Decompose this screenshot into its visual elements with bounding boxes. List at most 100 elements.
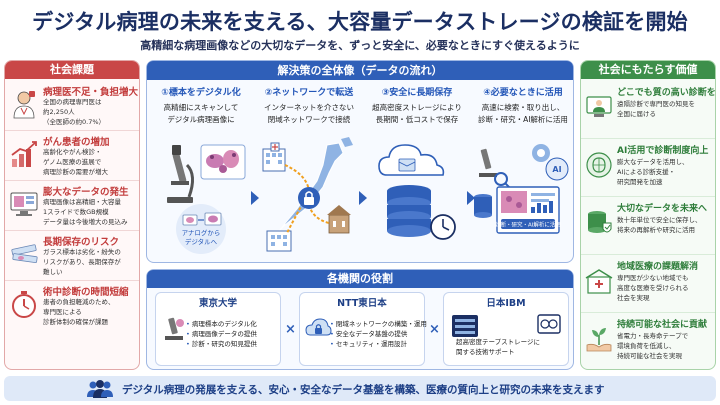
issue-title: 術中診断の時間短縮 <box>43 287 129 298</box>
rising-chart-icon <box>11 141 37 167</box>
solution-header: 解決策の全体像（データの流れ） <box>147 61 573 80</box>
page-title: デジタル病理の未来を支える、大容量データストレージの検証を開始 <box>32 10 688 34</box>
hospital-icon <box>262 142 286 172</box>
org-name: NTT東日本 <box>337 298 387 309</box>
step-title: ④必要なときに活用 <box>483 88 563 98</box>
value-title: どこでも質の高い診断を <box>617 88 716 98</box>
issue-title: 長期保存のリスク <box>43 237 120 248</box>
microscope-icon <box>165 317 184 340</box>
issue-title: 病理医不足・負担増大 <box>43 87 139 98</box>
microscope-small-icon <box>479 148 497 177</box>
value-title: AI活用で診断制度向上 <box>617 146 709 156</box>
org-card-ntt-east: NTT東日本 閉域ネットワークの構築・運用 安全なデータ基盤の提供 セキュリティ… <box>299 292 427 366</box>
times-separator: × <box>285 322 296 337</box>
step-title: ①標本をデジタル化 <box>161 88 241 98</box>
step-note-line: デジタルへ <box>185 237 218 246</box>
solution-step: ③安全に長期保存 超高密度ストレージにより長期間・低コストで保存 <box>365 85 469 261</box>
value-item: 持続可能な社会に貢献 省電力・長寿命テープで環境負荷を低減し、持続可能な社会を実… <box>581 313 715 369</box>
database-stack-icon <box>387 185 431 237</box>
closed-network-illustration <box>262 137 353 252</box>
lock-icon <box>298 187 320 209</box>
value-text: 専門医が少ない地域でも高度な医療を受けられる社会を実現 <box>617 274 689 302</box>
analysis-illustration: AI 診断・研究・AI解析に活用 <box>474 144 569 234</box>
issue-title: 膨大なデータの発生 <box>43 187 129 198</box>
times-separator: × <box>429 322 440 337</box>
value-title: 持続可能な社会に貢献 <box>617 320 708 330</box>
plant-hands-icon <box>586 328 612 352</box>
regional-hospital-icon <box>585 269 613 294</box>
microscope-icon <box>167 145 194 203</box>
step-title: ②ネットワークで転送 <box>264 88 354 98</box>
doctor-icon <box>13 91 35 119</box>
issue-item: 術中診断の時間短縮 患者の負担軽減のため、専門医による診断体制の確保が課題 <box>5 281 139 351</box>
cloud-lock-icon <box>305 318 332 336</box>
value-item: AI活用で診断制度向上 膨大なデータを活用し、AIによる診断支援・研究開発を加速 <box>581 139 715 197</box>
value-item: 地域医療の課題解消 専門医が少ない地域でも高度な医療を受けられる社会を実現 <box>581 255 715 313</box>
ai-brain-icon: AI <box>545 157 569 181</box>
tape-storage-icon <box>452 315 478 337</box>
values-header: 社会にもたらす価値 <box>581 61 715 79</box>
org-card-ibm-japan: 日本IBM 超高密度テープストレージに関する技術サポート <box>443 292 569 366</box>
value-text: 省電力・長寿命テープで環境負荷を低減し、持続可能な社会を実現 <box>617 332 689 360</box>
database-small-icon <box>474 194 492 218</box>
value-title: 大切なデータを未来へ <box>617 204 708 214</box>
tissue-image-icon <box>200 144 246 180</box>
flow-arrow <box>359 191 367 205</box>
roles-panel: 各機関の役割 東京大学 病理標本のデジタル化 病理画像データの提供 診断・研究の… <box>146 269 574 370</box>
value-text: 数十年単位で安全に保存し、将来の再解析や研究に活用 <box>617 216 702 234</box>
svg-text:AI: AI <box>552 165 561 174</box>
solution-step: ④必要なときに活用 高速に検索・取り出し、診断・研究・AI解析に活用 AI <box>471 85 575 261</box>
university-building-icon <box>327 205 351 234</box>
step-note-line: アナログから <box>182 228 221 237</box>
value-text: 遠隔診断で専門医の知見を全国に届ける <box>617 100 695 118</box>
org-card-tokyo-university: 東京大学 病理標本のデジタル化 病理画像データの提供 診断・研究の知見提供 <box>155 292 281 366</box>
org-name: 東京大学 <box>198 298 237 309</box>
issue-item: がん患者の増加 高齢化やがん検診・ゲノム医療の進展で病理診断の需要が増大 <box>5 131 139 181</box>
org-name: 日本IBM <box>486 298 526 309</box>
step-desc: インターネットを介さない閉域ネットワークで接続 <box>264 103 354 124</box>
people-icon <box>87 380 113 398</box>
secure-database-icon <box>588 211 612 233</box>
issue-text: 高齢化やがん検診・ゲノム医療の進展で病理診断の需要が増大 <box>43 148 108 176</box>
glass-slide-icon <box>11 244 38 264</box>
data-center-icon <box>266 230 292 252</box>
flow-arrow <box>467 191 475 205</box>
issue-item: 長期保存のリスク ガラス標本は劣化・紛失のリスクがあり、長期保存が難しい <box>5 231 139 281</box>
step-desc: 高速に検索・取り出し、診断・研究・AI解析に活用 <box>478 103 568 124</box>
org-role-list: 病理標本のデジタル化 病理画像データの提供 診断・研究の知見提供 <box>186 319 257 349</box>
step-title: ③安全に長期保存 <box>381 88 453 98</box>
issues-panel: 社会課題 病理医不足・負担増大 全国の病理専門医は約2,250人（全医師の約0.… <box>4 60 140 370</box>
issue-text: 患者の負担軽減のため、専門医による診断体制の確保が課題 <box>43 298 115 326</box>
clock-icon <box>430 214 456 240</box>
org-role-list: 閉域ネットワークの構築・運用 安全なデータ基盤の提供 セキュリティ・運用設計 <box>330 319 427 349</box>
issue-text: 全国の病理専門医は約2,250人（全医師の約0.7%） <box>43 98 106 126</box>
monitor-data-icon <box>10 192 38 216</box>
roles-header: 各機関の役割 <box>147 270 573 288</box>
ai-brain-icon <box>586 152 612 178</box>
storage-illustration <box>378 144 456 240</box>
solution-step: ①標本をデジタル化 高精細にスキャンしてデジタル病理画像に <box>149 85 253 261</box>
step-desc: 超高密度ストレージにより長期間・低コストで保存 <box>372 103 462 124</box>
microscope-scan-illustration: アナログから デジタルへ <box>167 144 246 254</box>
step-desc: 高精細にスキャンしてデジタル病理画像に <box>163 103 239 124</box>
issue-item: 病理医不足・負担増大 全国の病理専門医は約2,250人（全医師の約0.7%） <box>5 81 139 131</box>
value-text: 膨大なデータを活用し、AIによる診断支援・研究開発を加速 <box>617 158 689 186</box>
value-item: 大切なデータを未来へ 数十年単位で安全に保存し、将来の再解析や研究に活用 <box>581 197 715 255</box>
analysis-caption: 診断・研究・AI解析に活用 <box>495 221 561 229</box>
values-panel: 社会にもたらす価値 どこでも質の高い診断を 遠隔診断で専門医の知見を全国に届ける… <box>580 60 716 370</box>
gear-icon <box>532 144 550 162</box>
footer-banner: デジタル病理の発展を支える、安心・安全なデータ基盤を構築、医療の質向上と研究の未… <box>4 376 716 401</box>
issues-header: 社会課題 <box>5 61 139 79</box>
solution-step: ②ネットワークで転送 インターネットを介さない閉域ネットワークで接続 <box>257 85 361 261</box>
page-subtitle: 高精細な病理画像などの大切なデータを、ずっと安全に、必要なときにすぐ使えるように <box>140 39 580 52</box>
value-item: どこでも質の高い診断を 遠隔診断で専門医の知見を全国に届ける <box>581 81 716 139</box>
search-icon <box>494 172 511 189</box>
issue-title: がん患者の増加 <box>43 137 110 148</box>
footer-text: デジタル病理の発展を支える、安心・安全なデータ基盤を構築、医療の質向上と研究の未… <box>122 384 605 396</box>
cloud-icon <box>378 144 445 176</box>
analysis-caption-bar <box>501 219 555 229</box>
stopwatch-icon <box>12 291 36 318</box>
solution-panel: 解決策の全体像（データの流れ） ①標本をデジタル化 高精細にスキャンしてデジタル… <box>146 60 574 263</box>
